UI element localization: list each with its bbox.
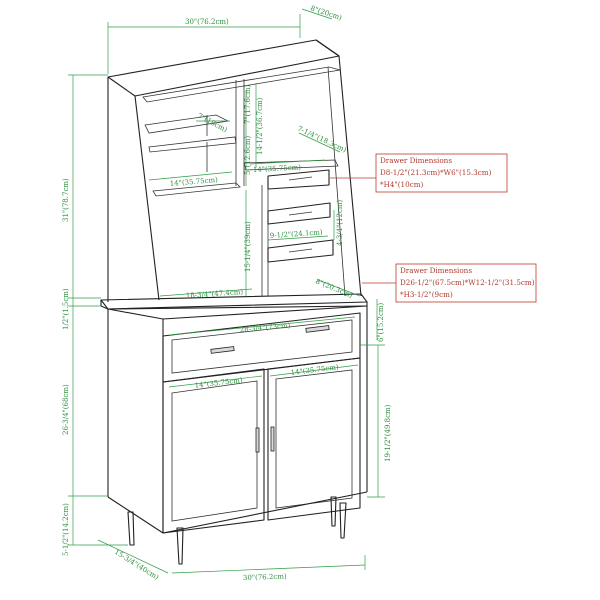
label-hutch-height: 31"(78.7cm) (62, 178, 70, 222)
label-side-shelf: 7-1/4"(18.3cm) (296, 125, 348, 155)
callout-small-line1: D8-1/2"(21.3cm)*W6"(15.3cm) (380, 168, 492, 177)
label-cubby-width: 7"(18cm) (196, 112, 229, 134)
label-door-width-left: 14"(35.75cm) (194, 376, 243, 390)
label-drawer-height: 4-3/4"(12cm) (336, 199, 344, 246)
callout-small-title: Drawer Dimensions (380, 156, 452, 165)
label-drawer-inner-width: 9-1/2"(24.1cm) (270, 228, 324, 240)
label-bottom-depth: 15-3/4"(40cm) (113, 548, 160, 582)
label-door-height: 19-1/2"(49.8cm) (384, 404, 392, 462)
label-drawer-front-width: 28-3/4"(73cm) (239, 322, 290, 334)
callout-large-title: Drawer Dimensions (400, 266, 472, 275)
label-cabinet-height: 26-3/4"(68cm) (62, 384, 70, 435)
cabinet-outline (100, 39, 368, 565)
callout-small-drawers: Drawer Dimensions D8-1/2"(21.3cm)*W6"(15… (330, 153, 508, 193)
label-tall-opening-height: 14-1/2"(36.7cm) (256, 97, 264, 155)
label-small-cubby-height: 5"(12.6cm) (244, 135, 252, 175)
label-center-height: 15-1/4"(39cm) (244, 221, 252, 272)
callout-large-drawer: Drawer Dimensions D26-1/2"(67.5cm)*W12-1… (362, 263, 537, 303)
label-drawer-front-height: 6"(15.2cm) (377, 302, 385, 342)
callout-large-line2: *H3-1/2"(9cm) (400, 290, 453, 299)
label-top-width: 30"(76.2cm) (185, 18, 229, 26)
label-shelf-width-right: 14"(35.75cm) (253, 163, 302, 174)
label-bottom-width: 30"(76.2cm) (243, 572, 287, 582)
label-top-depth: 8"(20cm) (309, 4, 343, 22)
callout-large-line1: D26-1/2"(67.5cm)*W12-1/2"(31.5cm) (400, 278, 535, 287)
label-base-opening-width: 18-3/4"(47.4cm) (186, 288, 244, 300)
label-divider-thickness: 1/2"(1.5cm) (62, 288, 70, 330)
label-leg-height: 5-1/2"(14.2cm) (62, 503, 70, 556)
label-cubby-height: 7"(17.6cm) (244, 84, 252, 124)
label-counter-depth: 8"(20.3cm) (314, 277, 354, 299)
callout-small-line2: *H4"(10cm) (380, 180, 424, 189)
dimension-lines (68, 8, 385, 574)
